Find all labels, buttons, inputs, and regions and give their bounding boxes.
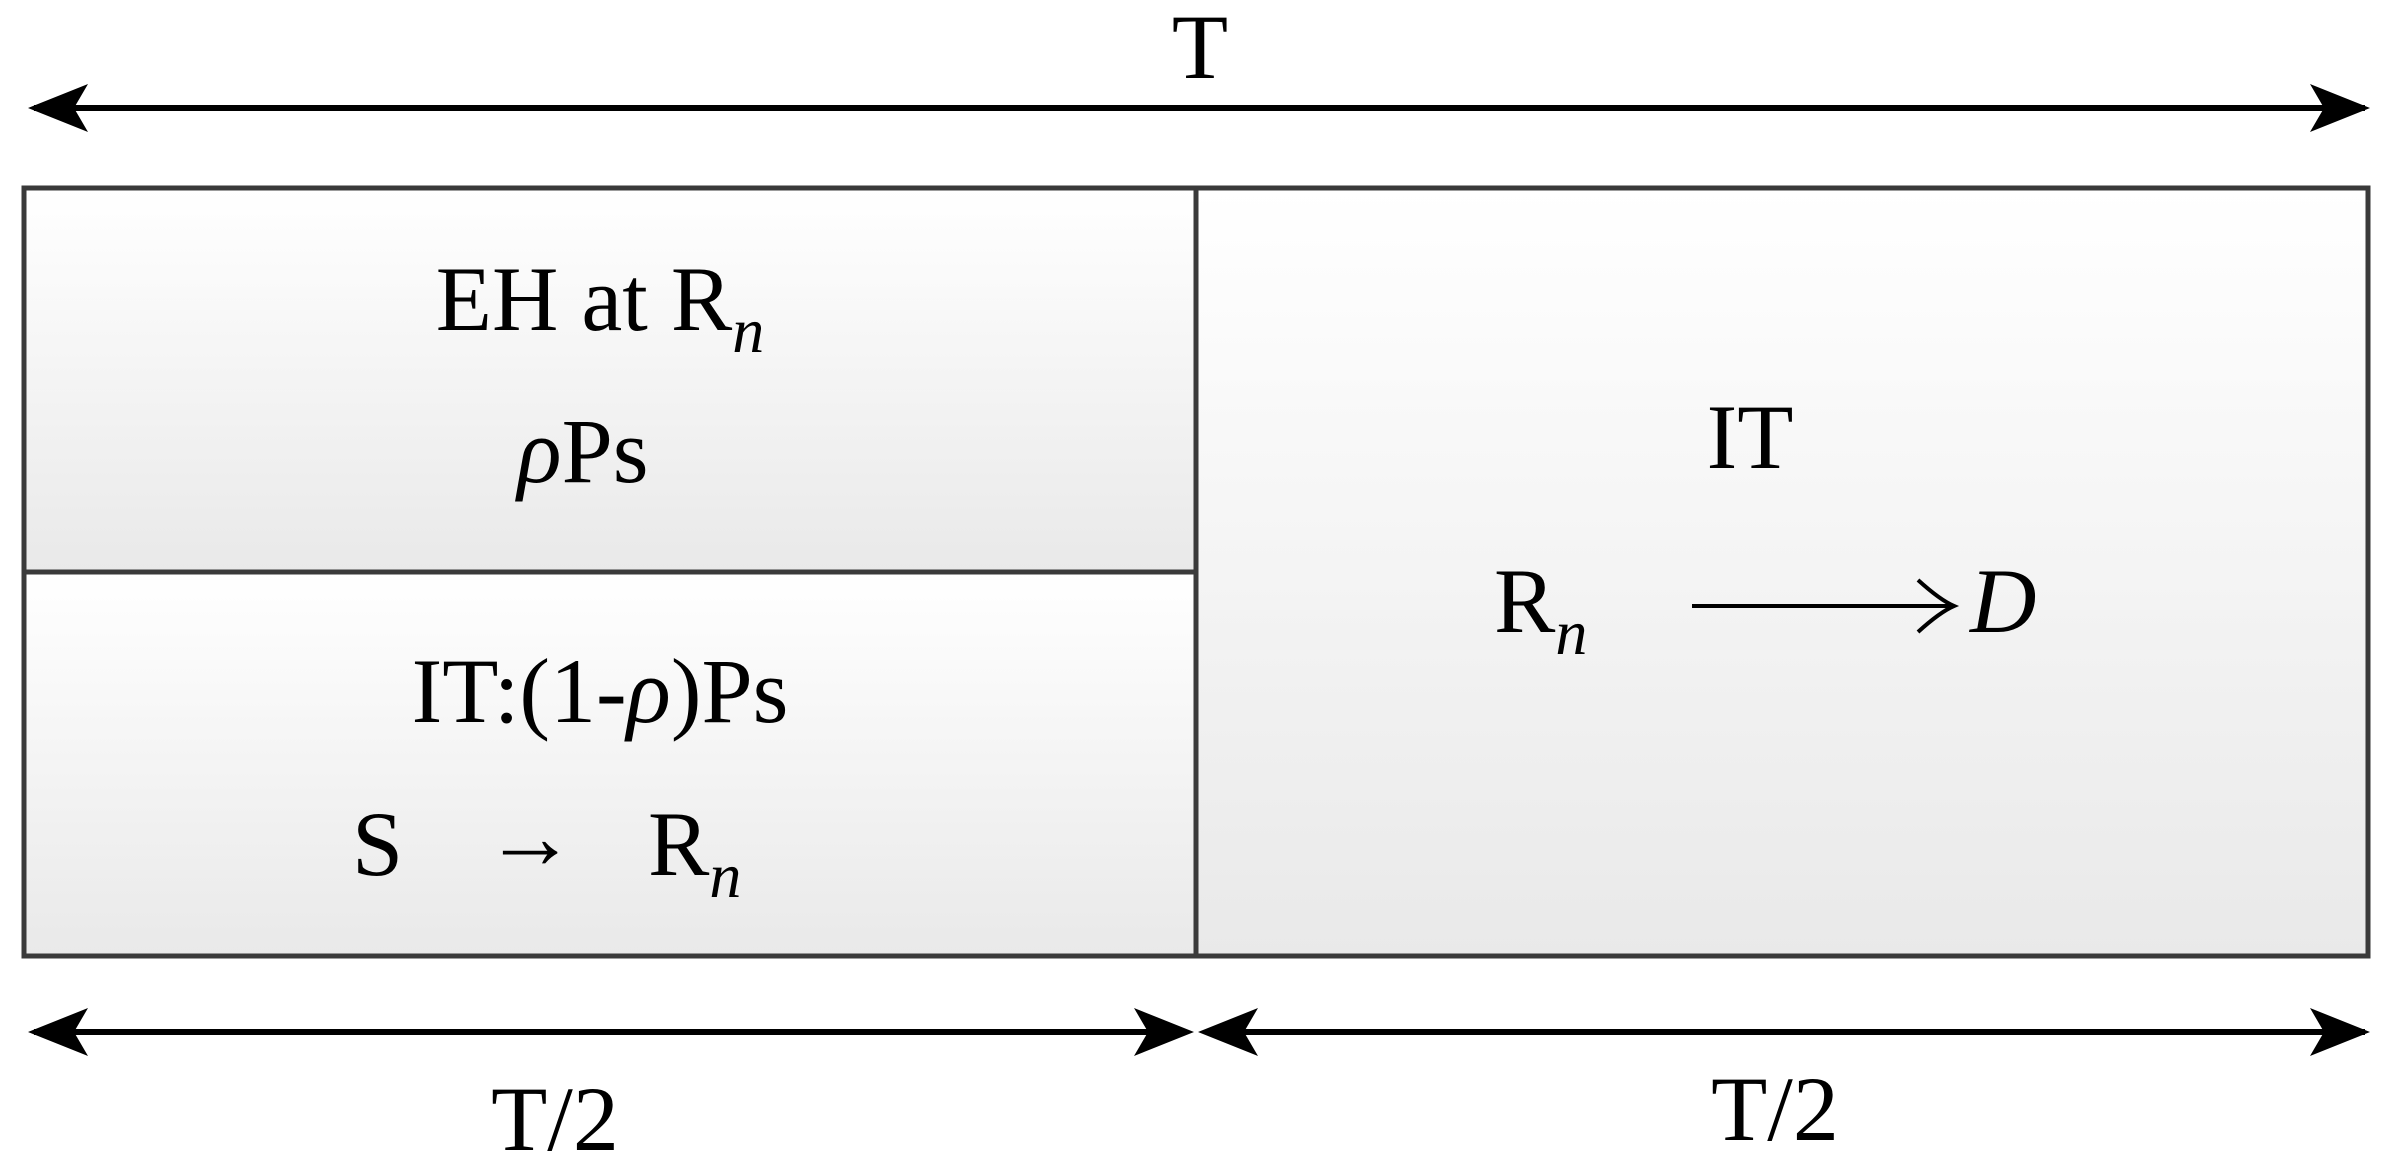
- total-duration-label: T: [1172, 0, 1228, 98]
- relay-node-letter-phase1: R: [648, 793, 710, 895]
- it-source-relay-box: [21, 569, 1199, 959]
- relay-node-label-phase2: Rn: [1494, 550, 1587, 668]
- arrow-head-right-icon: [2310, 1008, 2370, 1056]
- arrow-head-left-icon: [28, 84, 88, 132]
- eh-power-rest: Ps: [562, 400, 649, 502]
- half-duration-label-right: T/2: [1711, 1058, 1839, 1160]
- it-power-suffix: )Ps: [671, 640, 789, 742]
- eh-label-subscript: n: [732, 295, 764, 366]
- phase2-it-title: IT: [1707, 386, 1794, 488]
- half-duration-arrow-right: [1198, 1008, 2370, 1056]
- eh-phase-box: [21, 185, 1199, 575]
- arrow-head-right-icon: [1134, 1008, 1194, 1056]
- eh-label-prefix: EH at R: [436, 248, 733, 350]
- arrow-head-right-icon: [2310, 84, 2370, 132]
- rn-to-d-arrow-icon: [1692, 578, 1960, 634]
- s-to-rn-arrow-icon: →: [484, 786, 576, 888]
- destination-node-label: D: [1968, 550, 2036, 652]
- arrow-head-left-icon: [28, 1008, 88, 1056]
- source-node-label: S: [352, 793, 403, 895]
- eh-power-rho: ρ: [514, 400, 561, 502]
- total-duration-arrow: [28, 84, 2370, 132]
- relay-node-label-phase1: Rn: [648, 793, 741, 911]
- it-power-prefix: IT:(1-: [412, 640, 627, 742]
- half-duration-label-left: T/2: [491, 1068, 619, 1165]
- arrow-head-left-icon: [1198, 1008, 1258, 1056]
- it-power-label: IT:(1-ρ)Ps: [412, 640, 789, 742]
- eh-power-label: ρPs: [514, 400, 648, 502]
- relay-node-subscript-phase1: n: [709, 840, 741, 911]
- eh-label: EH at Rn: [436, 248, 764, 366]
- it-power-rho: ρ: [624, 640, 671, 742]
- relay-node-subscript-phase2: n: [1555, 597, 1587, 668]
- half-duration-arrow-left: [28, 1008, 1194, 1056]
- it-relay-destination-box: [1193, 185, 2371, 959]
- relay-node-letter-phase2: R: [1494, 550, 1556, 652]
